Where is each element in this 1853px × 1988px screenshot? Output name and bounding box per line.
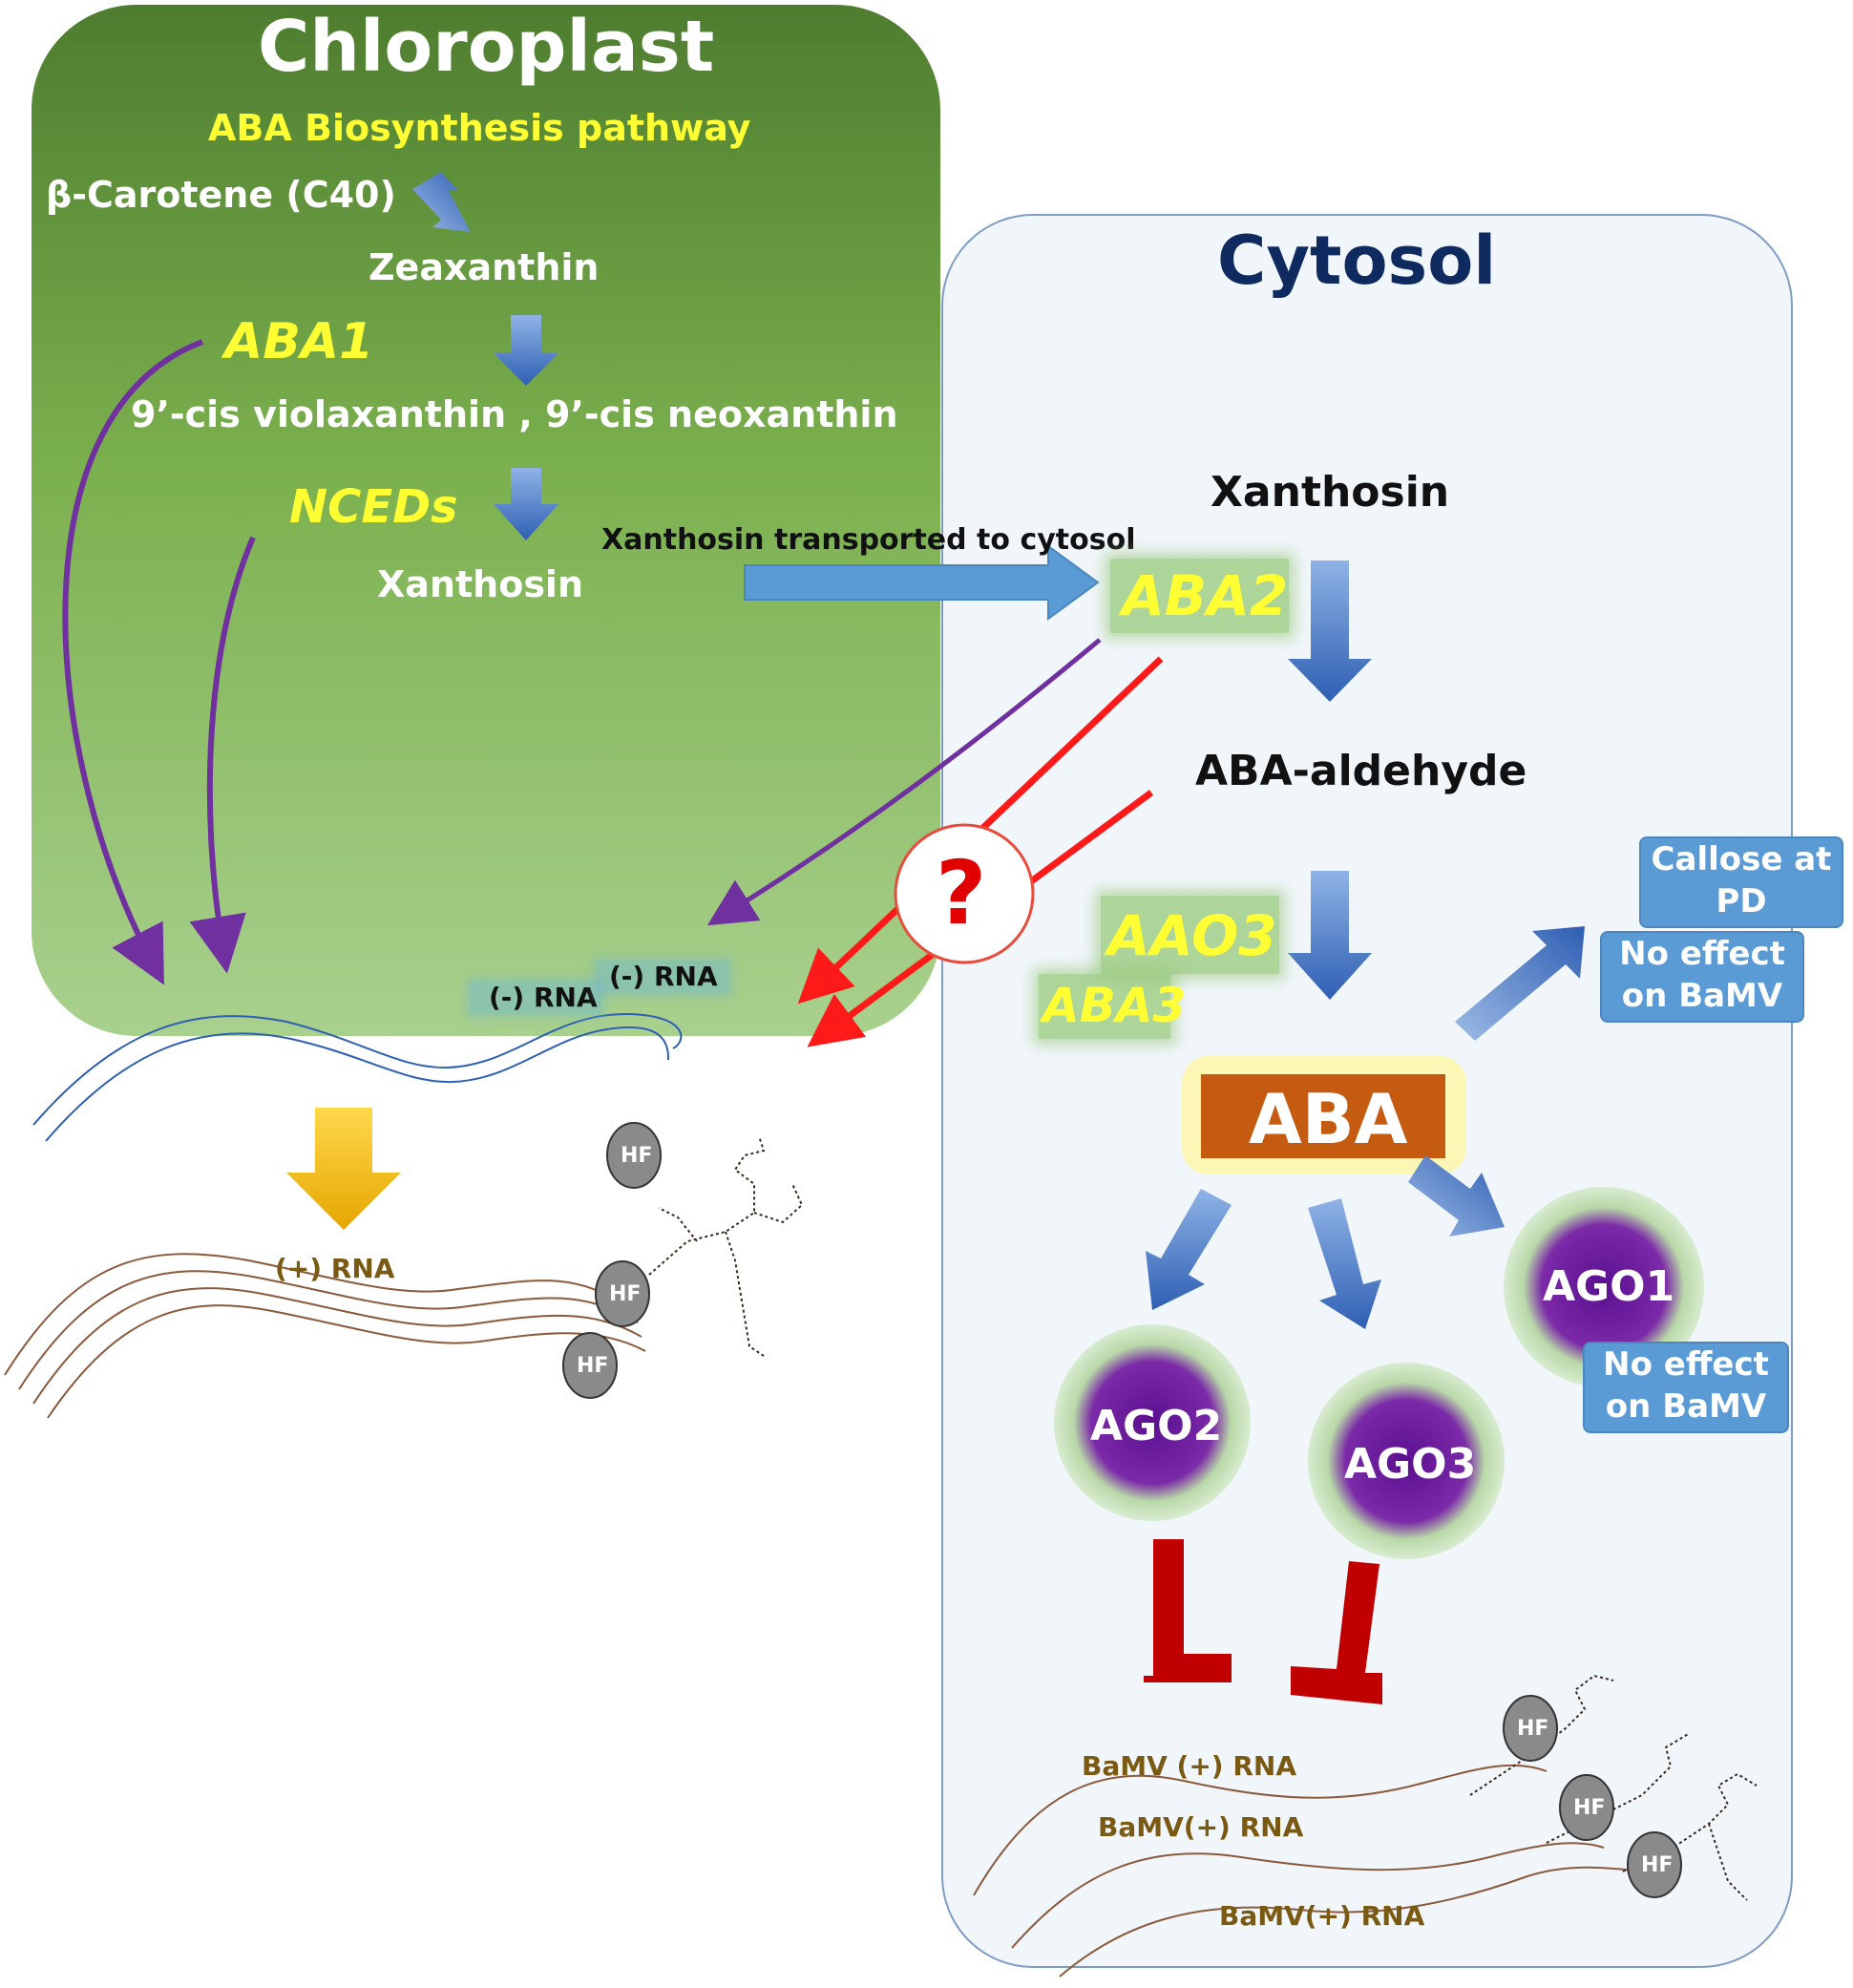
bamv-rna-strand-1 xyxy=(973,1764,1548,1896)
arrow-zeaxanthin-to-violaxanthin xyxy=(494,315,558,386)
inhibit-ago2 xyxy=(1144,1539,1232,1682)
bamv-label-3: BaMV(+) RNA xyxy=(1219,1900,1425,1932)
neg-rna-chip-2 xyxy=(597,961,728,993)
aba2-label: ABA2 xyxy=(1122,563,1289,628)
purple-arrow-nceds xyxy=(189,536,256,974)
bamv-rna-strand-3 xyxy=(1059,1866,1643,1977)
violaxanthin-label: 9’-cis violaxanthin , 9’-cis neoxanthin xyxy=(131,393,898,435)
ago3-circle xyxy=(1308,1363,1505,1559)
hf-ellipse-1 xyxy=(606,1122,662,1189)
inhibit-ago3 xyxy=(1291,1561,1382,1704)
arrow-aba-to-callose xyxy=(1455,926,1585,1041)
ago1-circle xyxy=(1504,1187,1704,1387)
bamv-label-1: BaMV (+) RNA xyxy=(1082,1750,1296,1782)
aba-aldehyde-label: ABA-aldehyde xyxy=(1195,747,1527,795)
hf-label-1: HF xyxy=(621,1144,653,1168)
aba-box xyxy=(1201,1074,1445,1158)
transport-label: Xanthosin transported to cytosol xyxy=(601,523,1136,557)
chloroplast-compartment xyxy=(32,5,940,1036)
hf-label-4: HF xyxy=(1517,1717,1549,1741)
hf-ellipse-2 xyxy=(595,1260,650,1327)
arrow-xanthosin-to-aba-aldehyde xyxy=(1288,560,1372,702)
arrow-aba-to-ago3 xyxy=(1308,1198,1381,1329)
hf-ellipse-4 xyxy=(1503,1695,1558,1762)
hf-label-3: HF xyxy=(577,1354,609,1378)
aba-label: ABA xyxy=(1249,1079,1408,1159)
pos-rna-label: (+) RNA xyxy=(275,1253,395,1284)
aba1-label: ABA1 xyxy=(224,313,374,370)
question-mark: ? xyxy=(936,842,987,944)
neg-rna-label-2: (-) RNA xyxy=(609,961,718,992)
neg-rna-strand-2 xyxy=(45,1026,669,1142)
unknown-mechanism-circle xyxy=(894,823,1035,964)
pos-rna-strand-2 xyxy=(18,1270,639,1390)
purple-arrow-aba2 xyxy=(706,638,1102,926)
hf-label-5: HF xyxy=(1573,1796,1606,1820)
aba3-label: ABA3 xyxy=(1042,978,1187,1033)
arrow-violaxanthin-to-xanthosin xyxy=(494,468,558,540)
no-effect-box-2: No effect on BaMV xyxy=(1583,1342,1789,1433)
red-arrow-aba2 xyxy=(797,656,1164,1005)
no-effect-box-1: No effect on BaMV xyxy=(1600,931,1804,1023)
arrow-carotene-to-zeaxanthin xyxy=(412,172,471,232)
bamv-label-2: BaMV(+) RNA xyxy=(1098,1811,1304,1843)
aba2-chip xyxy=(1110,559,1289,633)
pathway-title: ABA Biosynthesis pathway xyxy=(208,107,751,149)
callose-box: Callose at PD xyxy=(1639,836,1843,928)
yellow-arrow xyxy=(286,1108,401,1230)
ago1-label: AGO1 xyxy=(1543,1262,1675,1311)
neg-rna-label-1: (-) RNA xyxy=(489,982,598,1013)
beta-carotene-label: β-Carotene (C40) xyxy=(46,174,396,216)
arrow-aba-aldehyde-to-aba xyxy=(1288,871,1372,1000)
ago2-label: AGO2 xyxy=(1090,1402,1223,1450)
zeaxanthin-label: Zeaxanthin xyxy=(368,246,600,288)
chloroplast-title: Chloroplast xyxy=(258,6,715,88)
chloroplast-xanthosin-label: Xanthosin xyxy=(377,563,584,605)
bamv-rna-strand-2 xyxy=(1011,1842,1605,1949)
hf-ellipse-3 xyxy=(562,1332,618,1399)
ago3-label: AGO3 xyxy=(1344,1440,1477,1489)
transport-arrow xyxy=(744,544,1100,621)
nceds-label: NCEDs xyxy=(289,480,458,534)
rna-structure-left xyxy=(648,1135,804,1357)
neg-rna-strand-1 xyxy=(32,1012,683,1126)
hf-label-2: HF xyxy=(609,1282,642,1306)
cytosol-xanthosin-label: Xanthosin xyxy=(1211,468,1450,517)
arrow-aba-to-ago1 xyxy=(1408,1155,1505,1237)
ago2-circle xyxy=(1054,1324,1251,1521)
purple-arrow-aba1 xyxy=(62,339,204,985)
arrow-aba-to-ago2 xyxy=(1146,1189,1232,1310)
pos-rna-strand-3 xyxy=(32,1287,642,1405)
aao3-label: AAO3 xyxy=(1107,903,1277,968)
hf-ellipse-6 xyxy=(1627,1831,1682,1898)
pos-rna-strand-4 xyxy=(47,1304,646,1419)
aba3-chip xyxy=(1039,974,1170,1039)
pos-rna-strand-1 xyxy=(4,1253,631,1376)
hf-ellipse-5 xyxy=(1559,1774,1614,1841)
aao3-chip xyxy=(1101,896,1279,974)
neg-rna-chip-1 xyxy=(470,982,601,1014)
cytosol-title: Cytosol xyxy=(1217,222,1497,300)
hf-label-6: HF xyxy=(1641,1853,1674,1877)
